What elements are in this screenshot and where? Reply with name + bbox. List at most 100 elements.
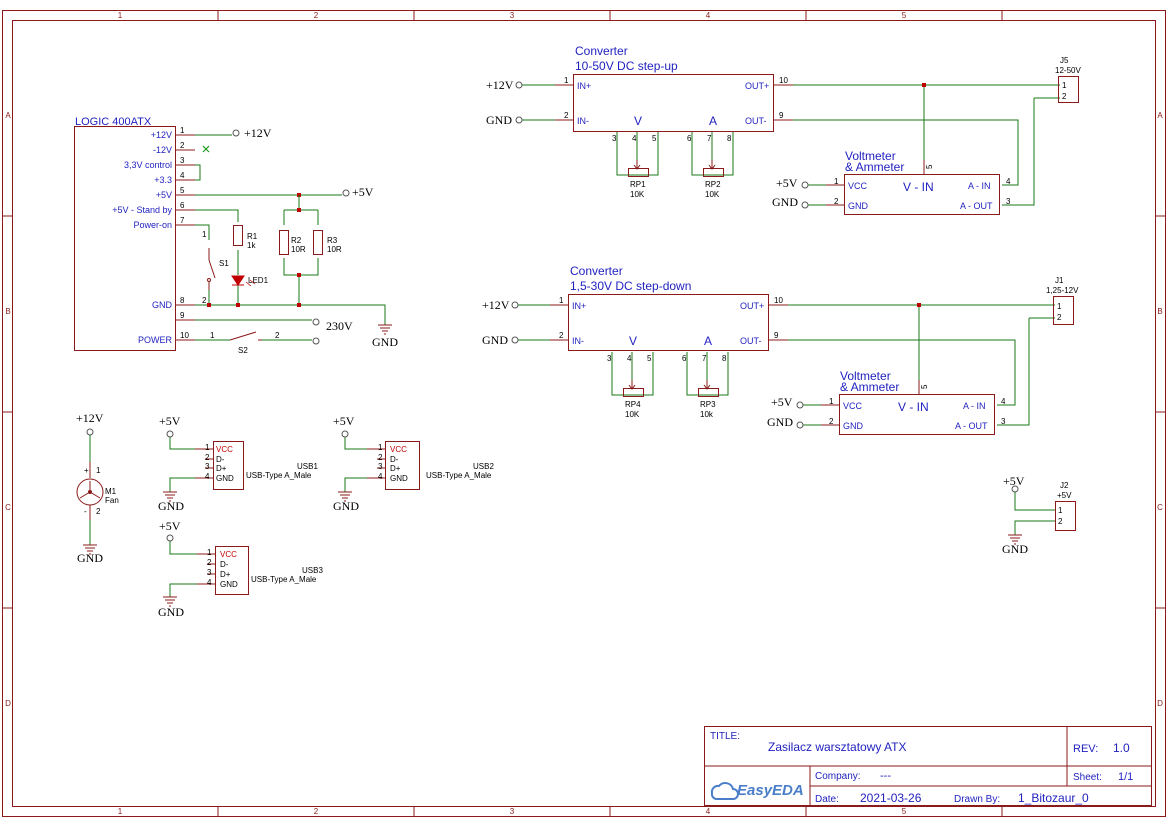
svg-text:4: 4 <box>205 472 210 481</box>
meter2-vin: V - IN <box>898 400 929 414</box>
psu-pin-num-1: 1 <box>180 126 185 135</box>
zone-col-5-bottom: 5 <box>902 807 907 816</box>
psu-pin-label-3: 3,3V control <box>124 160 172 170</box>
connector-j1: J1 1,25-12V 12 <box>1046 276 1079 325</box>
net-5v-usb1: +5V <box>159 414 181 428</box>
svg-text:2: 2 <box>834 197 839 206</box>
s2-ref: S2 <box>238 346 248 355</box>
usb1-dm: D- <box>216 455 225 464</box>
company-value: --- <box>880 770 891 782</box>
psu-pin-num-10: 10 <box>180 331 189 340</box>
easyeda-logo: EasyEDA <box>710 782 804 800</box>
rp2-val: 10K <box>705 190 720 199</box>
svg-text:5: 5 <box>920 384 929 389</box>
svg-text:4: 4 <box>378 472 383 481</box>
svg-text:4: 4 <box>632 134 637 143</box>
meter-lower: Voltmeter & Ammeter VCC GND V - IN A - I… <box>767 369 1006 435</box>
conv-up-a: A <box>709 114 717 128</box>
r2-ref: R2 <box>291 236 302 245</box>
zone-col-4: 4 <box>706 11 711 20</box>
net-5v-usb2: +5V <box>333 414 355 428</box>
gnd-fan: GND <box>77 551 103 565</box>
svg-text:3: 3 <box>378 462 383 471</box>
net-12v-down: +12V <box>482 298 510 312</box>
rp3-ref: RP3 <box>700 400 716 409</box>
switch-s2: 1 2 S2 <box>210 331 280 355</box>
svg-text:2: 2 <box>564 111 569 120</box>
title-block: TITLE: Zasilacz warsztatowy ATX REV: 1.0… <box>704 726 1152 806</box>
meter1-vin: V - IN <box>903 180 934 194</box>
conv-down-title1: Converter <box>570 264 623 278</box>
rev-label: REV: <box>1073 743 1098 755</box>
svg-text:5: 5 <box>925 164 934 169</box>
usb3-type: USB-Type A_Male <box>251 575 317 584</box>
wiring-step-down: +12V GND <box>482 298 1055 426</box>
zone-col-2-bottom: 2 <box>314 807 319 816</box>
meter1-aout: A - OUT <box>960 201 993 211</box>
svg-text:1: 1 <box>559 296 564 305</box>
zone-row-b: B <box>5 307 10 316</box>
company-label: Company: <box>815 771 861 782</box>
svg-text:4: 4 <box>627 354 632 363</box>
zone-row-b-right: B <box>1157 307 1162 316</box>
psu-pin-num-4: 4 <box>180 171 185 180</box>
m1-plus: + <box>84 466 89 475</box>
gnd-m2: GND <box>767 415 793 429</box>
svg-text:2: 2 <box>1057 313 1062 322</box>
svg-text:3: 3 <box>207 568 212 577</box>
psu-pin-num-3: 3 <box>180 156 185 165</box>
s1-ref: S1 <box>219 259 229 268</box>
usb3-vcc: VCC <box>220 550 237 559</box>
meter1-title2: & Ammeter <box>845 160 904 174</box>
conv-up-out-n: OUT- <box>745 116 767 126</box>
gnd-m1: GND <box>772 195 798 209</box>
s2-pin1: 1 <box>210 331 215 340</box>
svg-text:6: 6 <box>682 354 687 363</box>
usb3-gnd: GND <box>220 580 238 589</box>
psu-pin-label-6: +5V - Stand by <box>112 205 172 215</box>
meter1-ain: A - IN <box>968 181 991 191</box>
svg-text:9: 9 <box>779 111 784 120</box>
led-led1: LED1 <box>231 275 269 287</box>
j2-ref: J2 <box>1060 481 1069 490</box>
conv-down-in-p: IN+ <box>572 301 586 311</box>
conv-down-out-n: OUT- <box>740 336 762 346</box>
zone-row-c-right: C <box>1157 503 1163 512</box>
psu-pin-num-7: 7 <box>180 216 185 225</box>
usb1-dp: D+ <box>216 464 227 473</box>
conv-up-in-p: IN+ <box>577 81 591 91</box>
psu-pin-label-5: +5V <box>156 190 172 200</box>
svg-text:3: 3 <box>1006 197 1011 206</box>
psu-pin-num-8: 8 <box>180 296 185 305</box>
svg-text:4: 4 <box>207 578 212 587</box>
svg-text:1: 1 <box>564 76 569 85</box>
j1-val: 1,25-12V <box>1046 286 1079 295</box>
usb2-dm: D- <box>390 455 399 464</box>
svg-text:2: 2 <box>207 558 212 567</box>
drawn-value: 1_Bitozaur_0 <box>1018 791 1089 805</box>
usb3-dm: D- <box>220 560 229 569</box>
psu-pin-label-1: +12V <box>151 130 172 140</box>
conv-down-a: A <box>704 334 712 348</box>
gnd-usb3: GND <box>158 605 184 619</box>
meter1-title1: Voltmeter <box>845 149 896 163</box>
zone-row-d: D <box>5 699 11 708</box>
svg-text:2: 2 <box>559 331 564 340</box>
conv-down-v: V <box>629 334 637 348</box>
svg-text:8: 8 <box>722 354 727 363</box>
svg-text:2: 2 <box>1062 92 1067 101</box>
sheet-value: 1/1 <box>1118 771 1133 783</box>
zone-labels: 1 2 3 4 5 1 2 3 4 5 A B C D A B C D <box>5 11 1163 816</box>
connector-j5: J5 12-50V 12 <box>1055 56 1081 103</box>
usb1-type: USB-Type A_Male <box>246 471 312 480</box>
usb2-gnd: GND <box>390 474 408 483</box>
svg-text:8: 8 <box>727 134 732 143</box>
net-5v-psu: +5V <box>352 185 374 199</box>
rev-value: 1.0 <box>1113 741 1130 755</box>
zone-col-3-bottom: 3 <box>510 807 515 816</box>
meter2-aout: A - OUT <box>955 421 988 431</box>
svg-text:4: 4 <box>1006 177 1011 186</box>
